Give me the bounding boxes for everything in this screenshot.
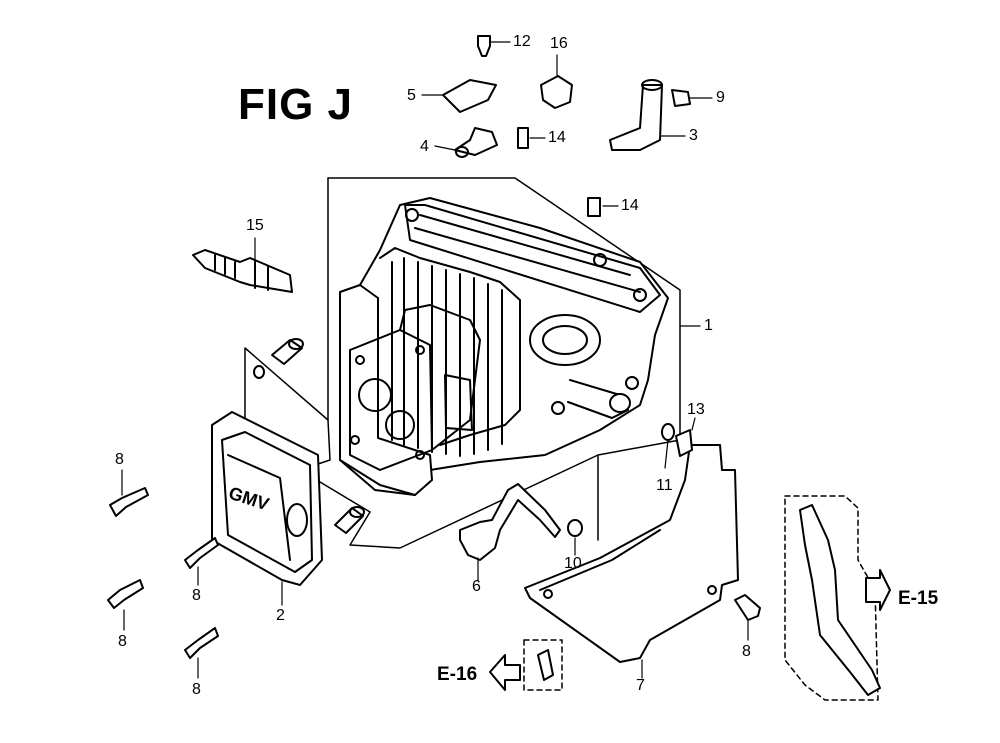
callout-10: 10 <box>564 555 582 572</box>
bolts-8 <box>107 487 761 681</box>
dowel-pins <box>253 338 365 534</box>
ref-label-e16: E-16 <box>437 664 478 685</box>
small-parts <box>442 35 691 217</box>
callout-16: 16 <box>550 35 568 52</box>
callout-8-e: 8 <box>742 643 751 660</box>
cylinder-head-face <box>339 284 481 496</box>
callout-14-top: 14 <box>548 129 566 146</box>
bracket-6 <box>459 483 583 561</box>
hose-e15 <box>784 495 891 701</box>
callout-11: 11 <box>656 477 673 494</box>
callout-7: 7 <box>636 677 645 694</box>
spark-plug <box>192 249 293 293</box>
callout-12: 12 <box>513 33 531 50</box>
callout-2: 2 <box>276 607 285 624</box>
head-cover: GMV <box>211 411 323 586</box>
leader-lines <box>121 41 749 679</box>
ref-label-e15: E-15 <box>898 588 939 609</box>
ref-e16 <box>489 639 563 691</box>
figure-title: FIG J <box>238 80 354 129</box>
callout-8-d: 8 <box>192 681 201 698</box>
callout-8-c: 8 <box>118 633 127 650</box>
callout-9: 9 <box>716 89 725 106</box>
callout-15: 15 <box>246 217 264 234</box>
callout-4: 4 <box>420 138 429 155</box>
callout-8-b: 8 <box>192 587 201 604</box>
callout-8-a: 8 <box>115 451 124 468</box>
callout-14-mid: 14 <box>621 197 639 214</box>
callout-1: 1 <box>704 317 713 334</box>
callout-13: 13 <box>687 401 705 418</box>
cylinder-block <box>339 197 669 496</box>
callout-6: 6 <box>472 578 481 595</box>
callout-3: 3 <box>689 127 698 144</box>
shroud-plate-7 <box>524 423 739 663</box>
callout-5: 5 <box>407 87 416 104</box>
